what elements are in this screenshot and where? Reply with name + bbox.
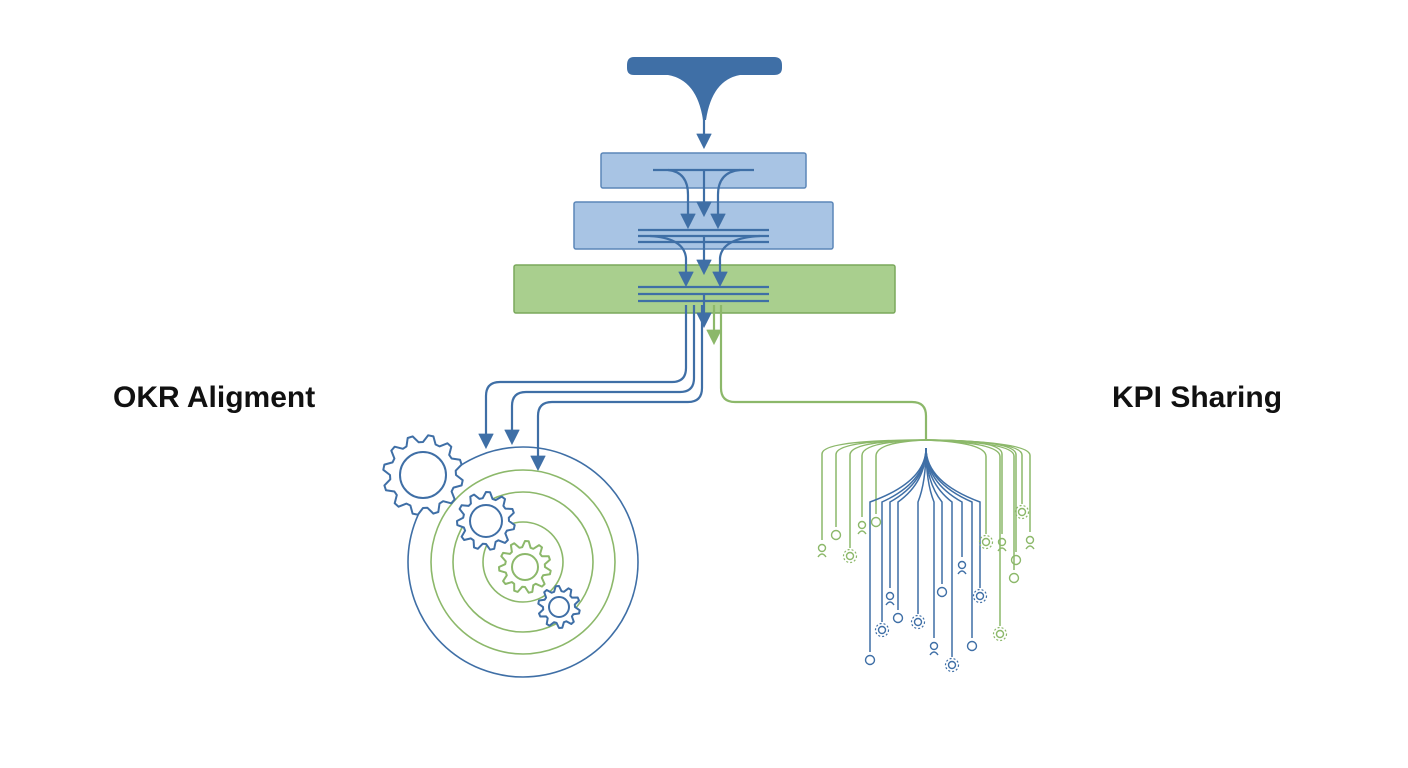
source-funnel bbox=[627, 57, 782, 150]
gear-icon bbox=[972, 588, 988, 604]
person-icon bbox=[857, 520, 867, 535]
node-circle-icon bbox=[966, 640, 978, 652]
gear-icon-small bbox=[537, 585, 581, 629]
kpi-strand bbox=[925, 447, 963, 557]
gear-icon-large bbox=[382, 434, 464, 516]
okr-gear-cluster bbox=[382, 434, 639, 678]
okr-alignment-label: OKR Aligment bbox=[113, 381, 316, 414]
gear-icon bbox=[992, 626, 1008, 642]
kpi-strand bbox=[925, 439, 987, 534]
node-circle-icon bbox=[1010, 554, 1022, 566]
left-branch-arrows bbox=[478, 305, 704, 472]
person-icon bbox=[957, 560, 967, 575]
person-icon bbox=[1025, 535, 1035, 550]
kpi-sharing-label: KPI Sharing bbox=[1112, 381, 1283, 414]
gear-icon bbox=[944, 657, 960, 673]
gear-icon bbox=[1014, 504, 1030, 520]
outer-ring bbox=[407, 446, 639, 678]
kpi-strand bbox=[925, 439, 1015, 570]
node-circle-icon bbox=[892, 612, 904, 624]
kpi-strand bbox=[897, 447, 927, 610]
person-icon bbox=[885, 591, 895, 606]
ring-3 bbox=[452, 491, 594, 633]
kpi-sharing-tree bbox=[817, 439, 1035, 673]
right-branch-line bbox=[706, 305, 928, 440]
layer-flow-lines bbox=[638, 168, 769, 329]
gear-icon bbox=[978, 534, 994, 550]
person-icon bbox=[997, 537, 1007, 552]
kpi-strand bbox=[875, 439, 927, 514]
kpi-strand bbox=[925, 447, 981, 588]
ring-2 bbox=[430, 469, 616, 655]
node-circle-icon bbox=[870, 516, 882, 528]
node-circle-icon bbox=[936, 586, 948, 598]
person-icon bbox=[817, 543, 827, 558]
node-circle-icon bbox=[864, 654, 876, 666]
gear-icon-medium bbox=[456, 491, 516, 551]
gear-icon bbox=[842, 548, 858, 564]
gear-icon bbox=[910, 614, 926, 630]
gear-icon bbox=[874, 622, 890, 638]
gear-icon-center bbox=[498, 540, 552, 594]
node-circle-icon bbox=[1008, 572, 1020, 584]
kpi-strand bbox=[925, 439, 1001, 626]
ring-4 bbox=[482, 521, 564, 603]
node-circle-icon bbox=[830, 529, 842, 541]
person-icon bbox=[929, 641, 939, 656]
